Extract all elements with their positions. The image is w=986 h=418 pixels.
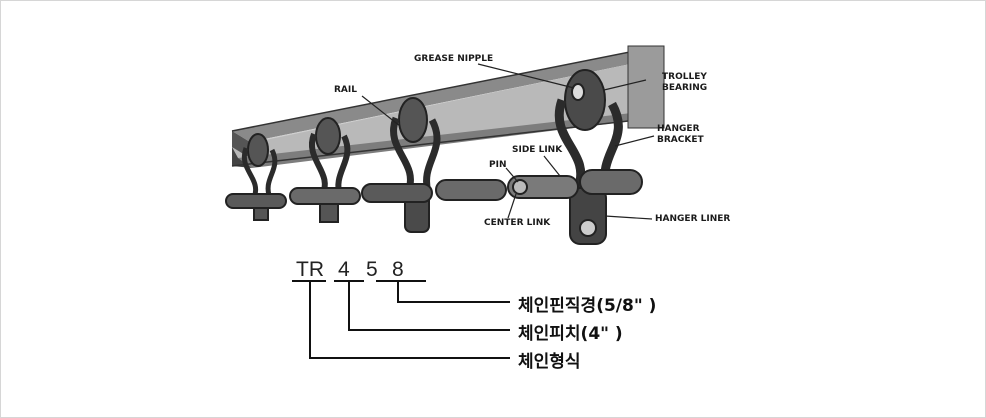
code-type: TR	[296, 258, 324, 281]
label-center-link: CENTER LINK	[484, 218, 551, 228]
legend-type: 체인형식	[518, 352, 581, 372]
label-hanger-bracket-1: HANGER	[657, 124, 700, 134]
label-side-link: SIDE LINK	[512, 145, 563, 155]
code-leader-lines	[292, 280, 510, 359]
label-grease-nipple: GREASE NIPPLE	[414, 54, 494, 64]
label-hanger-liner: HANGER LINER	[655, 214, 731, 224]
rail-beam	[231, 45, 665, 168]
label-trolley-bearing-2: BEARING	[662, 83, 708, 93]
code-pitch: 4	[338, 258, 350, 281]
leader-lines	[361, 63, 655, 220]
label-rail: RAIL	[334, 85, 357, 95]
code-pin-diameter-b: 8	[392, 258, 404, 281]
label-hanger-bracket-2: BRACKET	[657, 135, 704, 145]
label-trolley-bearing-1: TROLLEY	[662, 72, 707, 82]
code-pin-diameter-a: 5	[366, 258, 378, 281]
legend-pitch: 체인피치(4" )	[518, 324, 623, 344]
chain	[225, 169, 643, 209]
label-pin: PIN	[489, 160, 507, 170]
legend-pin-diameter: 체인핀직경(5/8" )	[518, 296, 657, 316]
